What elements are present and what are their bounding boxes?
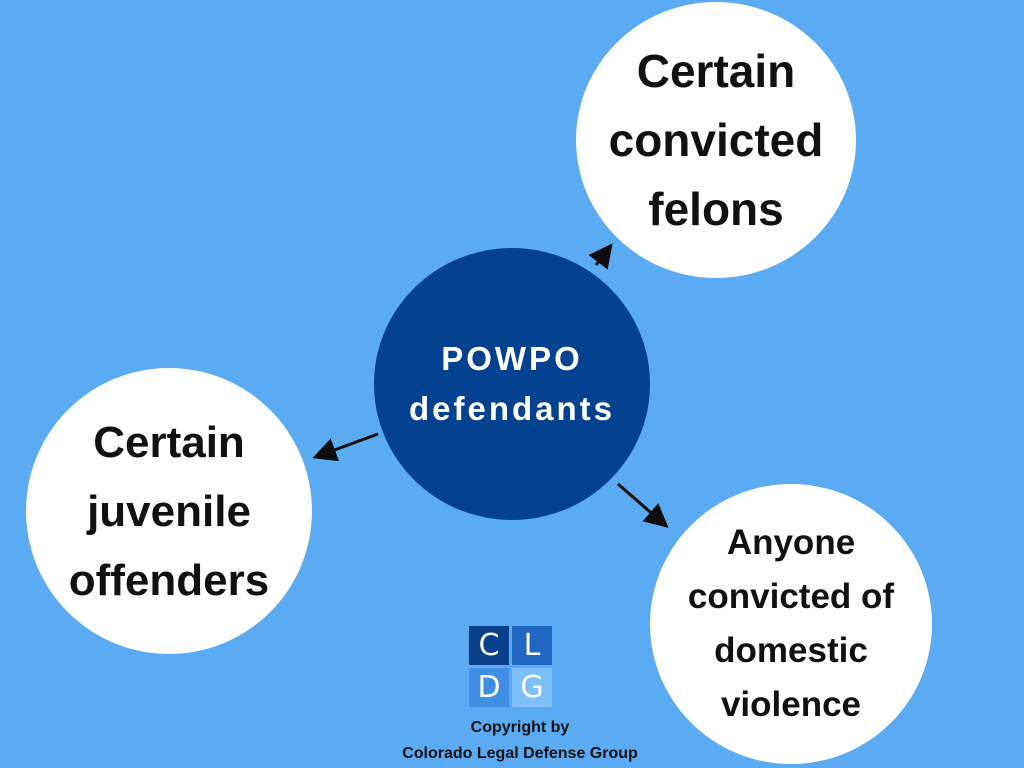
node-domestic-line-2: convicted of <box>687 577 895 616</box>
node-felons-line-2: convicted <box>608 113 824 166</box>
node-felons-line-3: felons <box>648 182 784 235</box>
center-node-line-2: defendants <box>408 390 616 427</box>
arrow-to-domestic <box>617 482 669 528</box>
node-juvenile-line-1: Certain <box>93 417 245 467</box>
node-felons-line-1: Certain <box>636 44 796 97</box>
node-juvenile-offenders: Certain juvenile offenders <box>26 368 312 654</box>
arrow-to-felons <box>588 243 613 270</box>
center-node-line-1: POWPO <box>441 340 583 377</box>
arrow-to-juvenile <box>312 432 379 462</box>
node-domestic-line-4: violence <box>720 685 862 724</box>
node-domestic-line-1: Anyone <box>726 523 856 562</box>
node-convicted-felons: Certain convicted felons <box>576 2 856 278</box>
copyright-line-1: Copyright by <box>470 719 570 736</box>
center-node-powpo-defendants: POWPO defendants <box>374 248 650 520</box>
cldg-logo: C L D G <box>469 626 553 708</box>
node-domestic-violence: Anyone convicted of domestic violence <box>650 484 932 764</box>
node-juvenile-line-2: juvenile <box>87 486 251 536</box>
node-domestic-line-3: domestic <box>714 631 868 670</box>
logo-letter-g: G <box>512 668 552 707</box>
node-juvenile-line-3: offenders <box>68 555 270 605</box>
logo-letter-c: C <box>469 626 509 665</box>
copyright-line-2: Colorado Legal Defense Group <box>402 745 638 762</box>
logo-letter-d: D <box>469 668 509 707</box>
logo-letter-l: L <box>512 626 552 665</box>
